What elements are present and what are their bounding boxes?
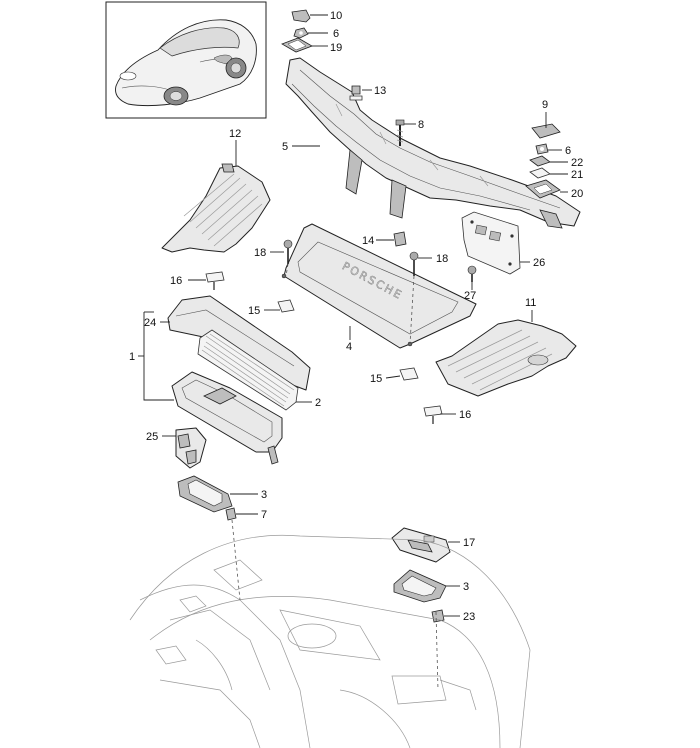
callout-17: 17 xyxy=(463,537,475,549)
clip-part-15-left xyxy=(277,299,295,313)
clip-part-15-right xyxy=(399,367,419,381)
callout-8: 8 xyxy=(418,119,424,131)
callout-24: 24 xyxy=(144,317,156,329)
callout-5: 5 xyxy=(282,141,288,153)
nut-part-6-top xyxy=(293,27,309,39)
callout-4: 4 xyxy=(346,341,352,353)
callout-15-right: 15 xyxy=(370,373,382,385)
callout-13: 13 xyxy=(374,85,386,97)
seal-part-3-left xyxy=(177,475,233,513)
pad-part-16-left xyxy=(205,271,225,290)
callout-6-top: 6 xyxy=(333,28,339,40)
callout-18-left: 18 xyxy=(254,247,266,259)
bracket-part-25 xyxy=(175,427,207,469)
callout-1: 1 xyxy=(129,351,135,363)
vehicle-thumbnail xyxy=(105,1,267,119)
callout-9: 9 xyxy=(542,99,548,111)
clip-part-18-right xyxy=(409,251,419,276)
callout-18-right: 18 xyxy=(436,253,448,265)
callout-16-left: 16 xyxy=(170,275,182,287)
clip-part-27 xyxy=(467,265,477,282)
filter-housing-cover-part-24 xyxy=(167,295,311,391)
callout-12: 12 xyxy=(229,128,241,140)
vehicle-body-outline xyxy=(129,534,531,748)
callout-25: 25 xyxy=(146,431,158,443)
clip-part-10 xyxy=(291,9,311,23)
clip-part-14 xyxy=(393,231,407,247)
callout-labels: 10 6 19 13 8 9 6 22 21 20 5 12 14 18 18 … xyxy=(129,10,583,623)
filter-tray-assembly xyxy=(171,371,283,465)
clip-part-9 xyxy=(531,123,561,139)
leader-lines xyxy=(138,14,568,617)
side-trim-part-12 xyxy=(161,163,271,253)
callout-15-left: 15 xyxy=(248,305,260,317)
pad-part-19 xyxy=(281,37,313,53)
clip-part-18-left xyxy=(283,239,293,264)
nut-part-6-right xyxy=(535,143,549,155)
callout-27: 27 xyxy=(464,290,476,302)
assembly-guides xyxy=(231,263,439,691)
seal-part-3-right xyxy=(393,569,447,603)
callout-7: 7 xyxy=(261,509,267,521)
callout-6-right: 6 xyxy=(565,145,571,157)
clip-part-7 xyxy=(225,507,237,521)
screw-part-8 xyxy=(395,119,405,146)
washer-part-21 xyxy=(529,167,551,179)
callout-19: 19 xyxy=(330,42,342,54)
callout-21: 21 xyxy=(571,169,583,181)
callout-10: 10 xyxy=(330,10,342,22)
cover-part-17 xyxy=(391,527,451,563)
callout-3-right: 3 xyxy=(463,581,469,593)
callout-2: 2 xyxy=(315,397,321,409)
callout-20: 20 xyxy=(571,188,583,200)
callout-16-right: 16 xyxy=(459,409,471,421)
callout-26: 26 xyxy=(533,257,545,269)
callout-22: 22 xyxy=(571,157,583,169)
side-trim-part-11 xyxy=(435,319,577,397)
gasket-plate-part-26 xyxy=(461,211,521,275)
pad-part-16-right xyxy=(423,405,443,424)
callout-3-left: 3 xyxy=(261,489,267,501)
pad-part-20 xyxy=(525,179,561,199)
cowl-cover-part-5 xyxy=(285,57,581,229)
clip-part-23 xyxy=(431,609,445,623)
callout-11: 11 xyxy=(525,297,536,309)
callout-23: 23 xyxy=(463,611,475,623)
washer-part-22 xyxy=(529,155,551,167)
callout-14: 14 xyxy=(362,235,374,247)
clip-part-13 xyxy=(349,85,363,101)
center-panel-part-4: PORSCHE xyxy=(281,223,477,349)
